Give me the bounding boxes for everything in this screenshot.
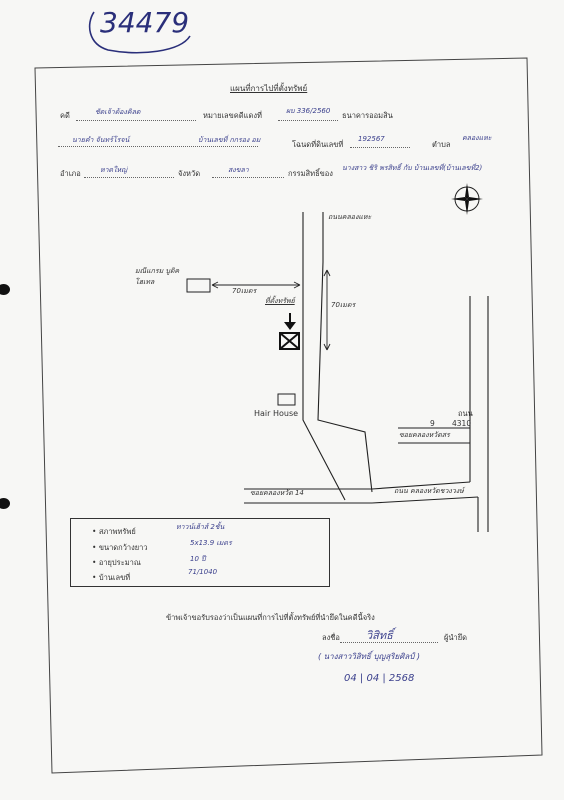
province-label: จังหวัด — [178, 169, 201, 178]
details-value-2: 10 ปี — [190, 555, 206, 563]
details-label-2: • อายุประมาณ — [92, 558, 141, 567]
details-value-0: ทาวน์เฮ้าส์ 2ชั้น — [176, 523, 225, 531]
compass-icon — [451, 183, 483, 215]
district-value: หาดใหญ่ — [100, 166, 128, 174]
subdistrict-value: คลองแหะ — [462, 134, 492, 142]
case-value: ชัดเจ้าต้องคิลด — [95, 108, 141, 116]
deed-value: 192567 — [358, 135, 385, 143]
details-label-1: • ขนาดกว้างยาว — [92, 543, 148, 552]
right-label-2: 9 — [430, 419, 435, 428]
case-no-label: หมายเลขคดีแดงที่ — [203, 111, 262, 120]
deed-label: โฉนดที่ดินเลขที่ — [292, 140, 344, 149]
details-box — [70, 518, 330, 587]
line2-mid: บ้านเลขที่ กกรอง อม — [198, 136, 261, 144]
district-label: อำเภอ — [60, 169, 81, 178]
hair-house-label: Hair House — [254, 409, 299, 418]
role-label: ผู้นำยึด — [444, 633, 467, 642]
hotel-label: มณีแกรม บูติค โฮเทล — [135, 267, 180, 286]
owner-label: กรรมสิทธิ์ของ — [288, 169, 333, 178]
doc-number: 34479 — [100, 6, 190, 39]
certify-statement: ข้าพเจ้าขอรับรองว่าเป็นแผนที่การไปที่ตั้… — [166, 613, 375, 622]
distance-horizontal: 70เมตร — [232, 287, 257, 295]
punch-hole-top — [0, 284, 10, 295]
province-value: สงขลา — [228, 166, 249, 174]
page-title: แผนที่การไปที่ตั้งทรัพย์ — [230, 84, 308, 93]
owner-value: นางสาว ชิริ พรสิทธิ์ กับ บ้านเลขที่(บ้าน… — [342, 164, 483, 172]
road-top-label: ถนนคลองแหะ — [328, 213, 372, 221]
right-label-1: ถนน — [458, 409, 473, 418]
distance-vertical: 70เมตร — [331, 301, 356, 309]
doc-number-circle — [88, 11, 191, 54]
sign-label: ลงชื่อ — [322, 633, 340, 642]
details-label-3: • บ้านเลขที่ — [92, 573, 131, 582]
signer-name: ( นางสาววิสิทธิ์ บุญสุริยศิลป์ ) — [318, 652, 420, 661]
sign-date: 04 | 04 | 2568 — [344, 673, 415, 684]
case-label: คดี — [60, 111, 70, 120]
plaintiff: ธนาคารออมสิน — [342, 111, 393, 120]
details-label-0: • สภาพทรัพย์ — [92, 527, 136, 536]
soi-14-label: ซอยคลองหวัด 14 — [250, 489, 304, 497]
line2-name: นายคำ จันทร์โรจน์ — [72, 136, 130, 144]
details-value-1: 5x13.9 เมตร — [190, 539, 232, 547]
target-label: ที่ตั้งทรัพย์ — [265, 297, 295, 305]
details-value-3: 71/1040 — [188, 568, 218, 576]
subdistrict-label: ตำบล — [432, 140, 451, 149]
case-no-value: ผบ 336/2560 — [286, 107, 331, 115]
signature: วิสิทธิ์ — [366, 629, 393, 642]
punch-hole-bottom — [0, 498, 10, 509]
road-bottom-right-label: ถนน คลองหวัดชวงวงษ์ — [394, 487, 464, 495]
soi-right-label: ซอยคลองหวัดสร — [399, 431, 450, 439]
right-label-3: 4310 — [452, 419, 472, 428]
